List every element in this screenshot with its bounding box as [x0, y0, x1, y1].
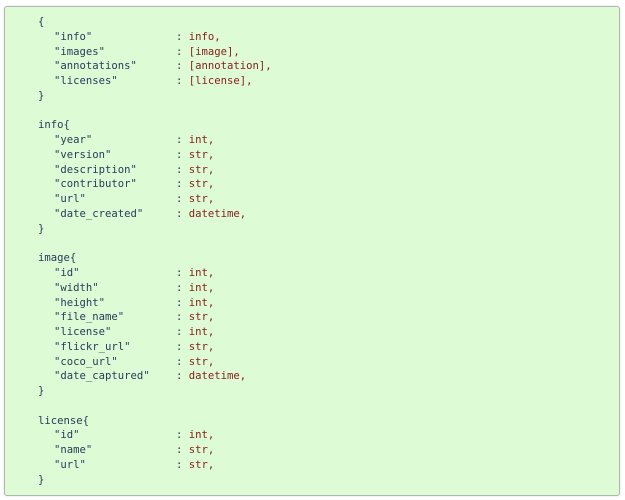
field-line: "id": int,	[38, 428, 272, 443]
field-line: "id": int,	[38, 266, 272, 281]
field-key: "coco_url"	[54, 355, 118, 368]
block-footer: }	[38, 89, 45, 102]
separator: :	[176, 178, 189, 191]
field-line: "images": [image],	[38, 45, 272, 60]
field-type: [image],	[188, 45, 240, 58]
separator: :	[176, 60, 189, 73]
field-line: "contributor": str,	[38, 177, 272, 192]
field-type: int,	[188, 134, 215, 147]
separator: :	[176, 281, 189, 294]
field-type: int,	[188, 281, 215, 294]
field-type: int,	[188, 296, 215, 309]
field-type: info,	[188, 30, 221, 43]
separator: :	[176, 207, 189, 220]
field-type: str,	[188, 163, 215, 176]
field-line: "licenses": [license],	[38, 74, 272, 89]
field-line: "width": int,	[38, 281, 272, 296]
field-key: "flickr_url"	[54, 340, 131, 353]
block-header: info{	[38, 119, 70, 132]
block-footer: }	[38, 222, 45, 235]
field-key: "licenses"	[54, 75, 118, 88]
field-type: str,	[188, 355, 215, 368]
field-type: str,	[188, 193, 215, 206]
field-line: "flickr_url": str,	[38, 340, 272, 355]
separator: :	[176, 370, 189, 383]
field-line: "file_name": str,	[38, 310, 272, 325]
field-type: datetime,	[188, 370, 247, 383]
field-key: "annotations"	[54, 60, 137, 73]
field-type: str,	[188, 458, 215, 471]
separator: :	[176, 267, 189, 280]
separator: :	[176, 148, 189, 161]
field-key: "license"	[54, 326, 112, 339]
field-line: "version": str,	[38, 148, 272, 163]
separator: :	[176, 193, 189, 206]
field-line: "year": int,	[38, 133, 272, 148]
field-line: "url": str,	[38, 458, 272, 473]
field-key: "date_created"	[54, 207, 144, 220]
field-line: "name": str,	[38, 443, 272, 458]
field-key: "id"	[54, 267, 80, 280]
separator: :	[176, 296, 189, 309]
field-line: "coco_url": str,	[38, 355, 272, 370]
blank-line	[38, 399, 272, 414]
block-footer: }	[38, 473, 45, 486]
separator: :	[176, 163, 189, 176]
field-key: "file_name"	[54, 311, 125, 324]
field-key: "description"	[54, 163, 137, 176]
field-type: int,	[188, 429, 215, 442]
field-line: "date_captured": datetime,	[38, 369, 272, 384]
separator: :	[176, 444, 189, 457]
field-line: "date_created": datetime,	[38, 207, 272, 222]
field-type: datetime,	[188, 207, 247, 220]
field-type: [license],	[188, 75, 253, 88]
field-key: "year"	[54, 134, 93, 147]
field-line: "annotations": [annotation],	[38, 59, 272, 74]
field-key: "version"	[54, 148, 112, 161]
field-key: "info"	[54, 30, 93, 43]
separator: :	[176, 340, 189, 353]
separator: :	[176, 326, 189, 339]
field-key: "contributor"	[54, 178, 137, 191]
field-line: "url": str,	[38, 192, 272, 207]
block-header: {	[38, 16, 45, 28]
field-key: "date_captured"	[54, 370, 150, 383]
field-key: "height"	[54, 296, 106, 309]
field-type: str,	[188, 311, 215, 324]
field-key: "url"	[54, 193, 86, 206]
block-header: image{	[38, 252, 77, 265]
field-key: "images"	[54, 45, 106, 58]
field-key: "id"	[54, 429, 80, 442]
separator: :	[176, 134, 189, 147]
separator: :	[176, 75, 189, 88]
field-line: "description": str,	[38, 163, 272, 178]
field-line: "height": int,	[38, 296, 272, 311]
field-type: str,	[188, 444, 215, 457]
code-block: {"info": info,"images": [image],"annotat…	[4, 6, 620, 496]
blank-line	[38, 104, 272, 119]
field-type: [annotation],	[188, 60, 272, 73]
field-key: "url"	[54, 458, 86, 471]
field-type: int,	[188, 267, 215, 280]
block-header: license{	[38, 414, 90, 427]
separator: :	[176, 311, 189, 324]
separator: :	[176, 429, 189, 442]
separator: :	[176, 45, 189, 58]
field-type: str,	[188, 178, 215, 191]
field-key: "width"	[54, 281, 99, 294]
field-line: "license": int,	[38, 325, 272, 340]
field-type: int,	[188, 326, 215, 339]
block-footer: }	[38, 385, 45, 398]
separator: :	[176, 30, 189, 43]
separator: :	[176, 355, 189, 368]
field-line: "info": info,	[38, 30, 272, 45]
blank-line	[38, 236, 272, 251]
field-type: str,	[188, 340, 215, 353]
separator: :	[176, 458, 189, 471]
field-key: "name"	[54, 444, 93, 457]
field-type: str,	[188, 148, 215, 161]
code-content: {"info": info,"images": [image],"annotat…	[38, 15, 272, 488]
